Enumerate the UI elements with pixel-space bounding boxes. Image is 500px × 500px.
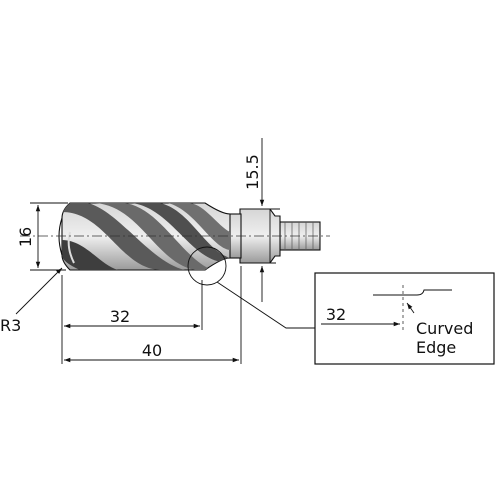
detail-dimension-32: 32 — [326, 305, 346, 324]
detail-frame — [314, 272, 495, 365]
corner-radius-callout: R3 — [0, 267, 63, 335]
dimension-label-40: 40 — [142, 341, 162, 360]
detail-leader — [216, 281, 320, 329]
dimension-label-15-5: 15.5 — [243, 154, 262, 190]
end-mill-cutter — [58, 202, 321, 271]
detail-view: 32 Curved Edge — [314, 272, 495, 365]
radius-label: R3 — [0, 316, 21, 335]
dimension-label-16: 16 — [16, 227, 35, 247]
curved-edge-label-line1: Curved — [416, 319, 473, 338]
dimension-overall-length: 40 — [64, 266, 242, 364]
dimension-label-32: 32 — [110, 307, 130, 326]
detail-circle — [187, 246, 227, 286]
curved-edge-label-line2: Edge — [416, 338, 456, 357]
detail-callout — [187, 246, 320, 329]
dimension-diameter: 16 — [16, 202, 68, 271]
dimension-flute-length: 32 — [61, 275, 203, 364]
curved-edge-profile — [402, 289, 452, 296]
dimension-shank-length: 15.5 — [240, 138, 280, 302]
